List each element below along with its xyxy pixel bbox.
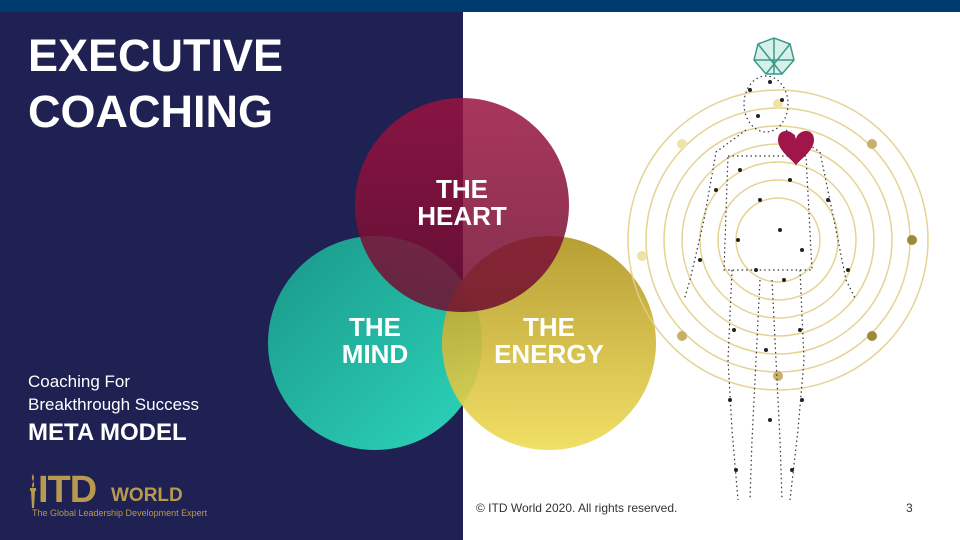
logo-itd-text: ITD [38,469,97,511]
body-silhouette [683,75,857,501]
geodesic-crown-icon [753,37,795,75]
heart-icon [778,130,814,166]
body-particles [698,80,850,472]
slide-subtitle: Coaching For Breakthrough Success [28,370,199,416]
subtitle-line-2: Breakthrough Success [28,395,200,414]
page-number: 3 [906,501,913,515]
energy-rings [627,89,929,391]
energy-label-line-2: ENERGY [494,339,604,369]
copyright-footer: © ITD World 2020. All rights reserved. [476,501,678,515]
subtitle-line-1: Coaching For [28,372,131,391]
energy-label-line-1: THE [523,312,575,342]
mind-label-line-1: THE [349,312,401,342]
mind-label-line-2: MIND [342,339,408,369]
human-particle-figure-icon [627,37,929,501]
itd-world-logo: ITD WORLD The Global Leadership Developm… [26,468,207,524]
logo-tagline: The Global Leadership Development Expert [32,508,208,518]
top-accent-bar [0,0,960,12]
title-line-1: EXECUTIVE [28,30,284,81]
title-line-2: COACHING [28,86,273,137]
logo-world-text: WORLD [111,485,183,506]
orbit-dots [637,99,917,381]
heart-circle [355,98,569,312]
heart-label-line-1: THE [436,174,488,204]
slide-title: EXECUTIVE COACHING [28,28,283,140]
heart-label-line-2: HEART [417,201,507,231]
meta-model-label: META MODEL [28,419,187,446]
torch-logo-icon [30,474,36,508]
